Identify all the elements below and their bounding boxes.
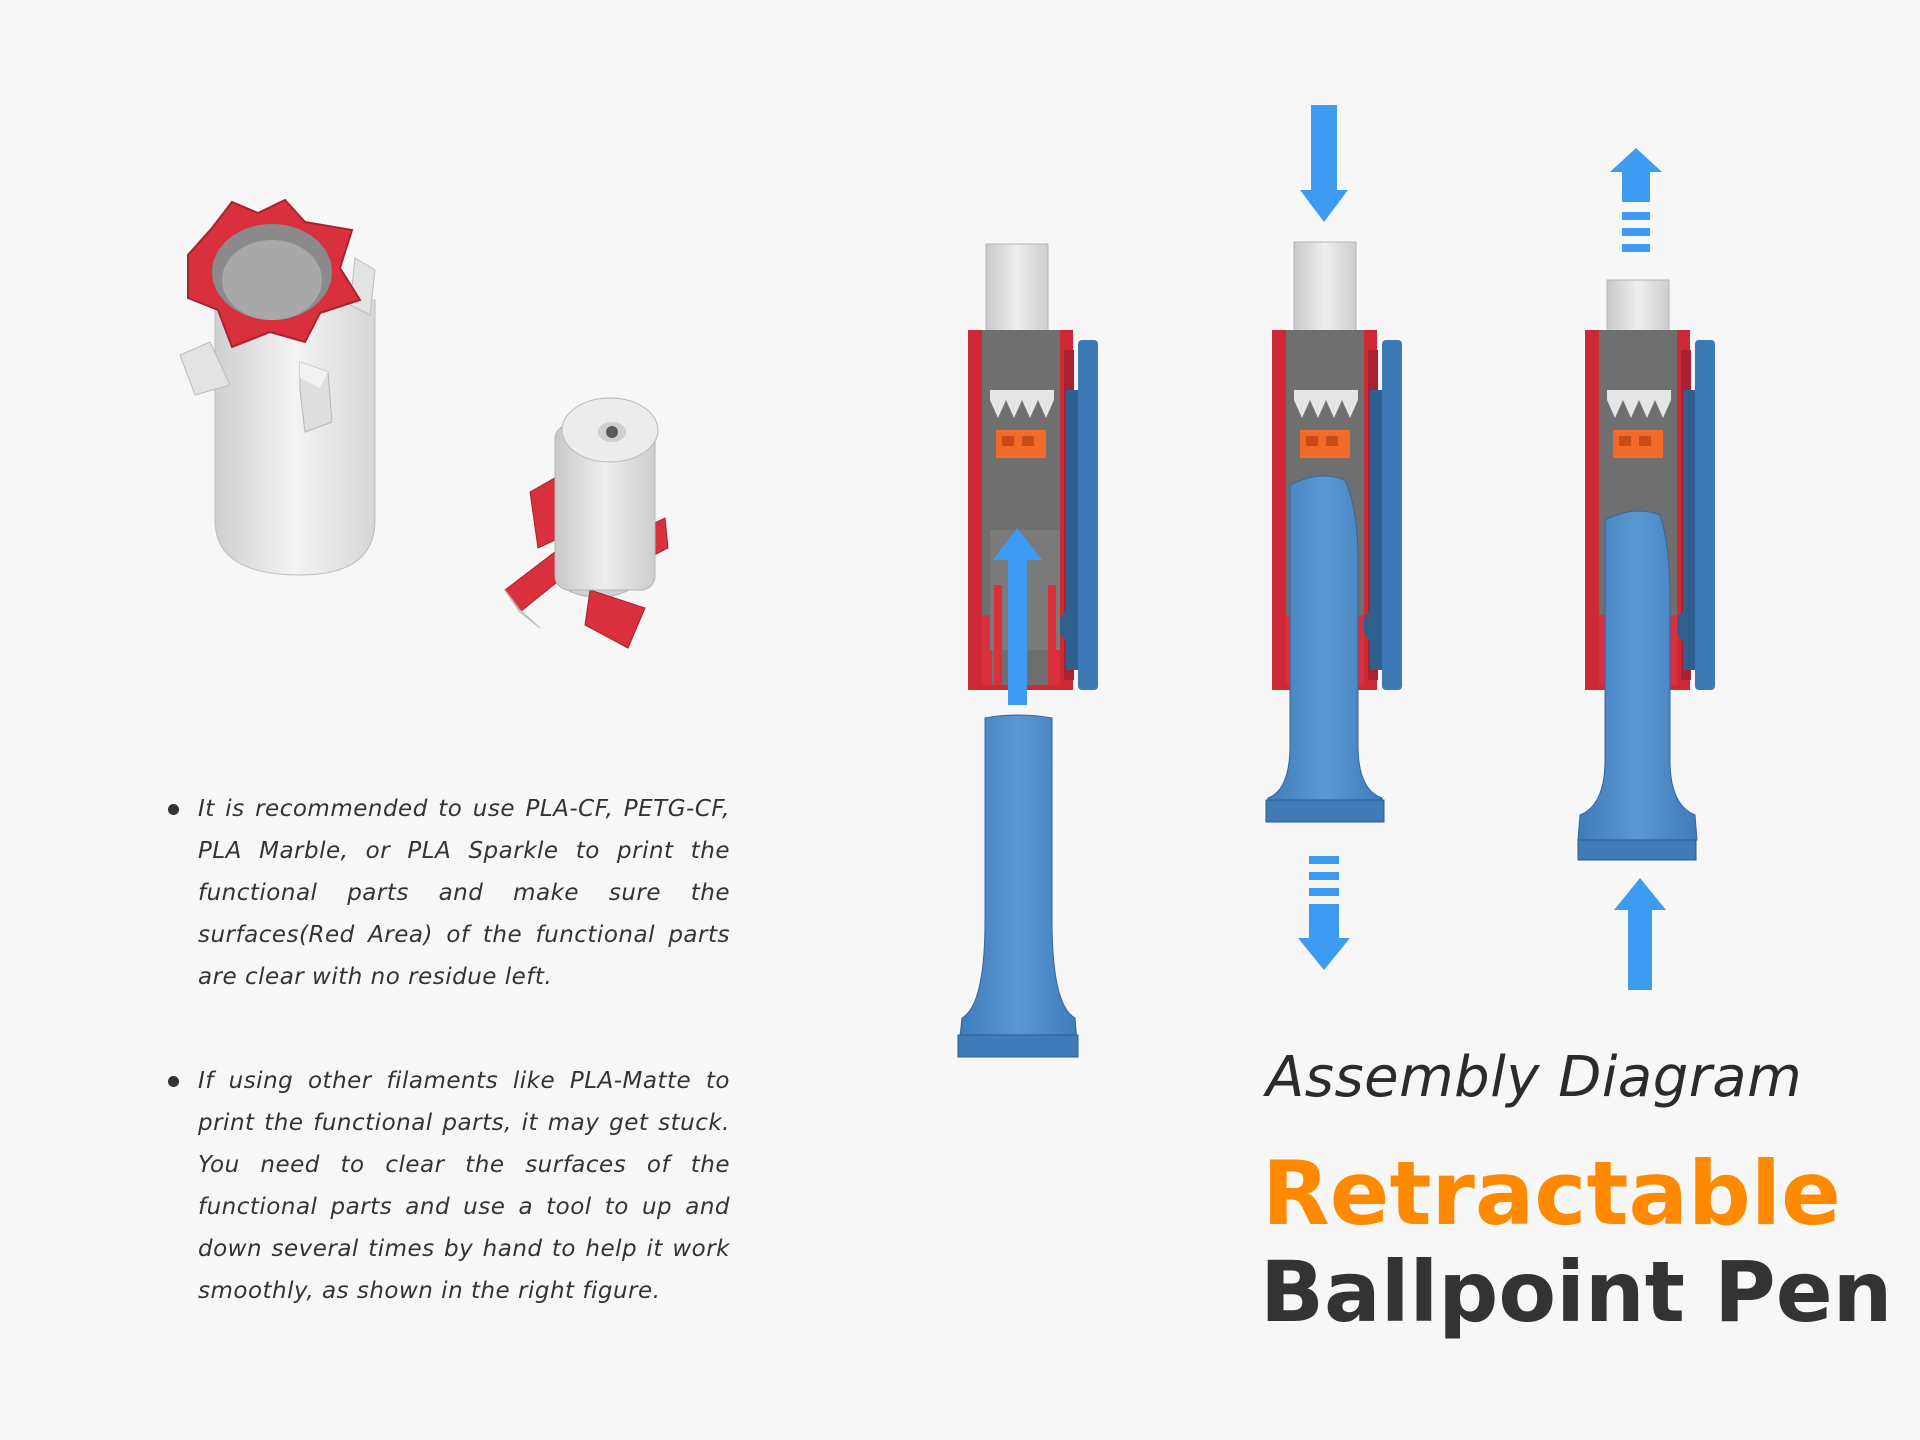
functional-part-cylinder	[179, 198, 376, 576]
assembly-step-3	[1577, 148, 1715, 990]
bullet-icon	[168, 804, 179, 815]
note-text: It is recommended to use PLA-CF, PETG-CF…	[198, 796, 730, 990]
dashed-arrow-down-icon	[1298, 856, 1350, 970]
arrow-up-icon	[1614, 878, 1666, 990]
dashed-arrow-up-icon	[1610, 148, 1662, 252]
note-item: If using other filaments like PLA-Matte …	[168, 1060, 730, 1312]
assembly-step-1	[957, 243, 1098, 1058]
title-line-1: Retractable	[1262, 1142, 1841, 1245]
functional-part-rod	[504, 397, 669, 649]
notes-list: It is recommended to use PLA-CF, PETG-CF…	[168, 788, 730, 1374]
arrow-up-icon	[993, 528, 1042, 705]
bullet-icon	[168, 1076, 179, 1087]
subtitle: Assembly Diagram	[1266, 1045, 1803, 1110]
note-text: If using other filaments like PLA-Matte …	[198, 1068, 730, 1304]
assembly-step-2	[1265, 105, 1402, 970]
arrow-down-icon	[1300, 105, 1348, 222]
note-item: It is recommended to use PLA-CF, PETG-CF…	[168, 788, 730, 998]
title-line-2: Ballpoint Pen	[1260, 1243, 1893, 1341]
